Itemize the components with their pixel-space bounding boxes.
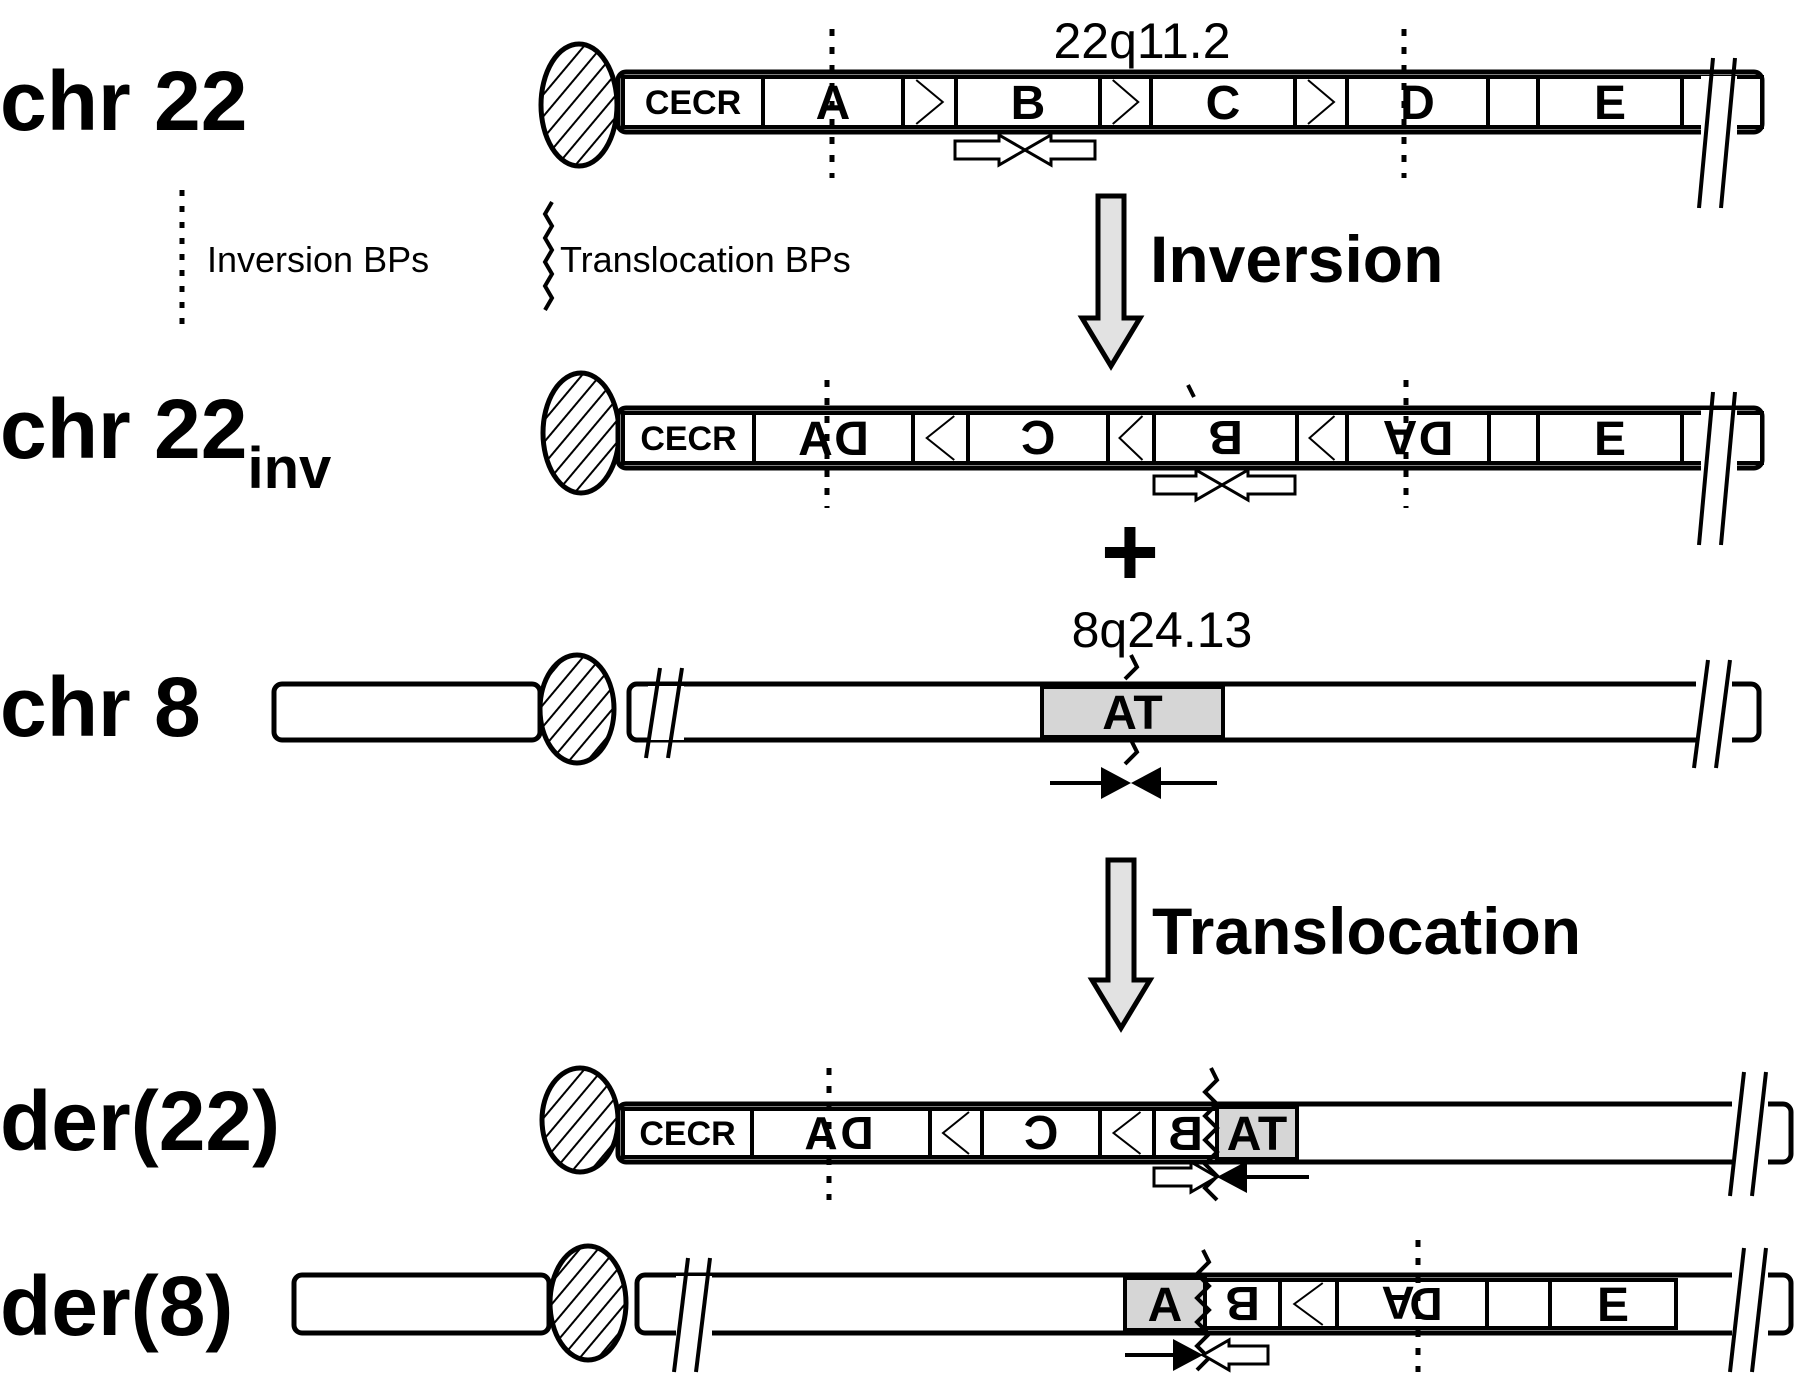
segment-label: A (1148, 1279, 1183, 1332)
segment-label-d: D (834, 413, 869, 466)
segment-c: C (980, 1105, 1102, 1159)
der22-primer-reverse-icon (1217, 1161, 1309, 1193)
segment-label: E (1594, 413, 1626, 466)
chr8-translocation-bp-top-icon (1123, 654, 1140, 681)
chr22-break-icon (1697, 57, 1737, 209)
segment-e: E (1536, 75, 1684, 130)
segment-chevron (901, 75, 958, 129)
der22-primer-forward-icon (1152, 1159, 1221, 1195)
der8-break-right-icon (1728, 1247, 1768, 1373)
band-label-22q11-2: 22q11.2 (1053, 13, 1230, 69)
segment-chevron (1098, 1107, 1156, 1159)
label-der8: der(8) (0, 1259, 233, 1353)
segment-chevron (911, 411, 970, 465)
segment-blank (750, 1107, 932, 1159)
segment-label: AT (1102, 687, 1162, 740)
segment-blank (1487, 411, 1540, 465)
chr8-primer-forward-icon (1050, 767, 1131, 799)
segment-label: B (1208, 410, 1243, 463)
segment-b: B (954, 75, 1102, 130)
segment-chevron (1098, 75, 1153, 129)
label-chr22inv-subscript: inv (248, 436, 332, 501)
chr8-primer-reverse-icon (1131, 767, 1217, 799)
segment-label: B (1168, 1108, 1203, 1161)
segment-b: B (1203, 1276, 1282, 1330)
inversion-arrow-icon (1077, 193, 1145, 371)
translocation-arrow-icon (1087, 857, 1155, 1033)
label-chr22inv: chr 22inv (0, 382, 331, 501)
chr22inv-primer-reverse-icon (1218, 467, 1297, 503)
segment-cecr: CECR (621, 1107, 754, 1159)
chr8-break-right-icon (1692, 659, 1732, 769)
der22-break-icon (1728, 1071, 1768, 1197)
der8-primer-reverse-icon (1199, 1337, 1270, 1373)
der8-primer-forward-icon (1125, 1339, 1203, 1371)
band-label-8q24-13: 8q24.13 (1072, 602, 1253, 658)
segment-b: B (1152, 410, 1299, 465)
segment-c: C (966, 410, 1110, 465)
centromere-chr22inv (540, 370, 622, 496)
centromere-chr22 (538, 41, 620, 169)
segment-label: C (1206, 77, 1241, 130)
segment-chevron (1278, 1278, 1339, 1330)
segment-label: AT (1227, 1108, 1287, 1161)
segment-label-d: D (1419, 413, 1454, 466)
segment-label: E (1594, 77, 1626, 130)
label-chr22inv-main: chr 22 (0, 382, 248, 476)
segment-blank (752, 411, 915, 465)
segment-chevron (1293, 75, 1349, 129)
segment-label: C (1021, 410, 1056, 463)
segment-cecr: CECR (621, 75, 765, 129)
segment-cecr: CECR (621, 411, 756, 465)
segment-label: C (1024, 1105, 1059, 1158)
segment-chevron (928, 1107, 984, 1159)
chr22-primer-reverse-icon (1021, 132, 1097, 168)
translocation-step-label: Translocation (1152, 894, 1581, 968)
segment-at: AT (1040, 685, 1225, 740)
chr22-primer-forward-icon (953, 132, 1029, 168)
segment-label-d: D (1409, 1278, 1442, 1330)
plus-sign: + (1101, 496, 1159, 608)
chr22inv-break-icon (1697, 391, 1737, 546)
centromere-der22 (539, 1065, 621, 1175)
der8-p-arm (291, 1272, 552, 1336)
label-chr22: chr 22 (0, 54, 248, 148)
legend-squiggle-icon (542, 200, 555, 312)
legend-translocation-bps: Translocation BPs (560, 239, 851, 280)
segment-c: C (1149, 75, 1297, 130)
segment-label-d: D (840, 1107, 873, 1159)
centromere-chr8 (537, 652, 617, 766)
segment-label: CECR (645, 84, 741, 122)
chr22inv-translocation-bp-icon (1186, 384, 1196, 398)
chr8-translocation-bp-bottom-icon (1123, 739, 1140, 766)
segment-blank (1486, 75, 1540, 129)
segment-e: E (1548, 1278, 1678, 1332)
segment-chevron (1106, 411, 1156, 465)
segment-a: A (1123, 1276, 1207, 1332)
segment-chevron (1295, 411, 1349, 465)
segment-label-a: A (1381, 1277, 1414, 1329)
legend-inversion-bps: Inversion BPs (207, 239, 429, 280)
segment-label: B (1011, 77, 1046, 130)
inversion-step-label: Inversion (1150, 222, 1443, 296)
chr8-p-arm (271, 681, 543, 743)
segment-label: CECR (639, 1115, 735, 1153)
label-chr8: chr 8 (0, 660, 201, 754)
label-der22: der(22) (0, 1074, 280, 1168)
segment-at: AT (1215, 1105, 1299, 1161)
segment-label-a: A (1383, 410, 1418, 463)
segment-label: CECR (640, 420, 736, 458)
segment-label: E (1597, 1279, 1629, 1332)
chr22inv-primer-forward-icon (1152, 467, 1226, 503)
der8-translocation-bp-icon (1194, 1249, 1212, 1372)
segment-d: D (1345, 75, 1490, 130)
segment-label: B (1225, 1276, 1260, 1329)
centromere-der8 (547, 1243, 629, 1363)
chr8-break-left-icon (644, 667, 684, 759)
segment-label-a: A (804, 1107, 837, 1159)
segment-e: E (1536, 411, 1684, 466)
legend: Inversion BPs Translocation BPs (179, 190, 851, 328)
der8-break-left-icon (672, 1257, 712, 1373)
segment-blank (1485, 1278, 1552, 1330)
